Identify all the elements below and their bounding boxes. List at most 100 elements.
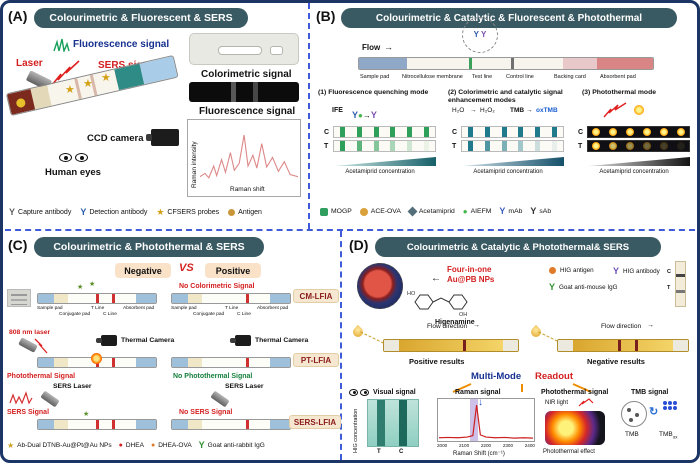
legend-antigen: Antigen: [238, 209, 262, 216]
dashed-flow-arrow: [360, 331, 384, 344]
goat-anti-mouse-icon: Y: [549, 282, 556, 292]
tmb-molecule-circle-icon: [621, 401, 647, 427]
schematic-backing-card: [563, 58, 597, 69]
hig-antigen-icon: [549, 267, 556, 274]
c-label-sample-pad2: Sample pad: [171, 306, 197, 311]
human-eyes-label: Human eyes: [45, 167, 101, 178]
mini-strip-c-label: C: [667, 269, 671, 275]
mode3-t-label: T: [578, 142, 583, 150]
sers-spectrum-icon: [9, 391, 33, 405]
oh-label: OH: [459, 312, 467, 317]
inset-photo: [7, 289, 31, 307]
panel-c: (C) Colourimetric & Photothermal & SERS …: [3, 231, 341, 460]
panel-c-legend: ★Ab-Dual DTNB-Au@Pt@Au NPs ●DHEA ●DHEA-O…: [7, 441, 265, 451]
no-photothermal-signal-label: No Photothermal Signal: [173, 373, 253, 380]
photothermal-signal-label-d: Photothermal signal: [541, 389, 609, 396]
legend-dtnb-np: Ab-Dual DTNB-Au@Pt@Au NPs: [17, 442, 112, 449]
fluorescence-peaks-icon: [53, 38, 70, 52]
readout-arrows-icon: [452, 383, 592, 393]
mode1-t-label: T: [324, 142, 329, 150]
mode1-c-label: C: [324, 128, 330, 136]
c-label-conjugate-pad: Conjugate pad: [59, 312, 91, 317]
photothermal-effect-label: Photothermal effect: [543, 449, 595, 455]
tick-2400: 2400: [524, 443, 535, 448]
tick-2100: 2100: [458, 443, 470, 448]
flow-label: Flow: [362, 43, 381, 52]
sers-laser-device-icon2: [210, 390, 230, 408]
mode1-probe-icons: Y●→Y: [352, 110, 377, 121]
mode1-strips: C T: [324, 125, 436, 153]
higenamine-structure: HO OH: [407, 291, 468, 317]
c-label-t-line: T Line: [91, 306, 105, 311]
legend-dhea: DHEA: [125, 442, 144, 449]
label-sample-pad: Sample pad: [360, 74, 390, 80]
hig-antigen-item: HIG antigen: [549, 267, 594, 274]
mab-icon: Y: [499, 206, 506, 216]
mode3-t-strip: [587, 140, 690, 152]
mode2-h2o2-label: H₂O₂: [480, 107, 495, 114]
strip-sample-pad: [7, 88, 36, 115]
four-in-one-label: Four-in-one: [447, 265, 492, 274]
divider-vertical-bottom: [340, 231, 342, 460]
label-control-line: Control line: [506, 74, 534, 80]
acetamiprid-icon: [407, 206, 418, 217]
mode2-arrow2-icon: →: [526, 107, 533, 114]
laser-label: Laser: [16, 58, 43, 69]
raman-spectrum-line: [200, 124, 298, 182]
legend-hig-antigen: HIG antigen: [560, 267, 594, 274]
cfsers-probes-icon: ★: [156, 207, 165, 217]
c-label-absorbent-pad2: Absorbent pad: [257, 306, 289, 311]
panel-a-tag: (A): [8, 8, 28, 24]
c-label-c-line: C Line: [103, 312, 117, 317]
divider-horizontal: [5, 229, 695, 231]
panel-c-title: Colourimetric & Photothermal & SERS: [34, 237, 264, 257]
legend-mogp: MOGP: [331, 208, 352, 215]
ccd-camera-icon: [146, 129, 179, 146]
ho-label: HO: [407, 291, 416, 297]
mode2-tmb-label: TMB: [510, 107, 525, 114]
panel-b-title: Colourimetric & Catalytic & Fluorescent …: [341, 8, 677, 28]
mode3-gradient-triangle: [588, 157, 690, 166]
sab-icon: Y: [530, 206, 537, 216]
panel-d-title: Colourimetric & Catalytic & Photothermal…: [375, 237, 661, 257]
panel-d-tag: (D): [349, 237, 369, 253]
c-label-absorbent-pad: Absorbent pad: [123, 306, 155, 311]
divider-vertical-top: [308, 3, 310, 229]
detection-antibody-icon: Y: [80, 207, 87, 217]
legend-mab: mAb: [508, 208, 523, 215]
visual-eyes-icon: [349, 389, 369, 396]
label-test-line: Test line: [472, 74, 493, 80]
positive-strip: [383, 339, 519, 352]
antigen-icon: [228, 209, 236, 216]
colorimetric-strip-photo: [189, 82, 299, 102]
raman-ticks: 2000 2100 2200 2300 2400: [437, 443, 535, 448]
flow-direction-arrow-icon2: →: [647, 322, 654, 329]
sers-laser-device-icon: [40, 390, 60, 408]
nir-light-label: NIR light: [545, 400, 569, 406]
raman-shift-axis-label-d: Raman Shift (cm⁻¹): [453, 451, 505, 457]
raman-chart: ↓: [437, 397, 535, 442]
mini-strip-t-label: T: [667, 285, 671, 291]
schematic-sample-pad: [359, 58, 407, 69]
schematic-membrane: [407, 58, 563, 69]
schematic-absorbent-pad: [597, 58, 653, 69]
cm-negative-strip: [37, 293, 157, 304]
ccd-camera-label: CCD camera: [87, 133, 144, 144]
legend-sab: sAb: [539, 208, 552, 215]
legend-dhea-ova: DHEA-OVA: [158, 442, 192, 449]
no-sers-signal-label: No SERS Signal: [179, 409, 233, 416]
mode1-t-strip: [333, 140, 436, 152]
probe-cluster-icon: ★: [83, 411, 90, 418]
mode1-title: (1) Fluorescence quenching mode: [318, 89, 429, 96]
mode1-c-strip: [333, 126, 436, 138]
cm-lfia-label: CM-LFIA: [293, 289, 339, 303]
cfsers-probe-icon: ★: [83, 78, 93, 90]
mode1-concentration-label: Acetamiprid concentration: [345, 169, 415, 175]
legend-ace-ova: ACE-OVA: [370, 208, 401, 215]
positive-header: Positive: [205, 263, 261, 278]
strip-absorbent-pad: [139, 56, 178, 85]
mode2-title: (2) Colorimetric and catalytic signal en…: [448, 89, 563, 104]
